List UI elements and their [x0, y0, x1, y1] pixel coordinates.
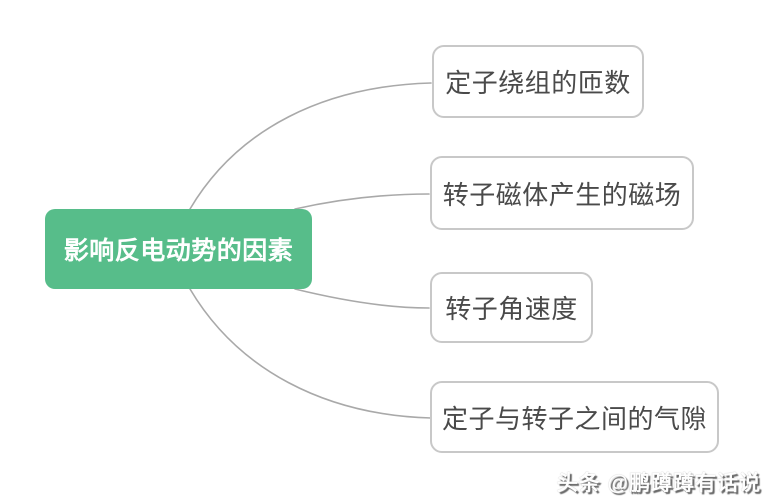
child-node-rotor-angular-speed[interactable]: 转子角速度 [430, 272, 593, 343]
child-node-air-gap[interactable]: 定子与转子之间的气隙 [430, 381, 719, 453]
connector-curve-4 [189, 288, 432, 419]
connector-curve-2 [294, 193, 430, 210]
root-node[interactable]: 影响反电动势的因素 [45, 209, 312, 289]
child-node-label: 转子角速度 [445, 294, 578, 324]
connector-curve-1 [189, 82, 432, 210]
child-node-label: 定子绕组的匝数 [445, 68, 631, 98]
child-node-rotor-magnet-field[interactable]: 转子磁体产生的磁场 [430, 156, 694, 230]
connector-curve-3 [294, 288, 430, 309]
connector-group [189, 82, 432, 419]
child-node-stator-turns[interactable]: 定子绕组的匝数 [432, 45, 644, 118]
child-node-label: 定子与转子之间的气隙 [441, 403, 707, 434]
toutiao-watermark: 头条 @鹏蹲蹲有话说 [556, 472, 761, 495]
child-node-label: 转子磁体产生的磁场 [442, 179, 682, 210]
root-node-label: 影响反电动势的因素 [63, 237, 294, 265]
